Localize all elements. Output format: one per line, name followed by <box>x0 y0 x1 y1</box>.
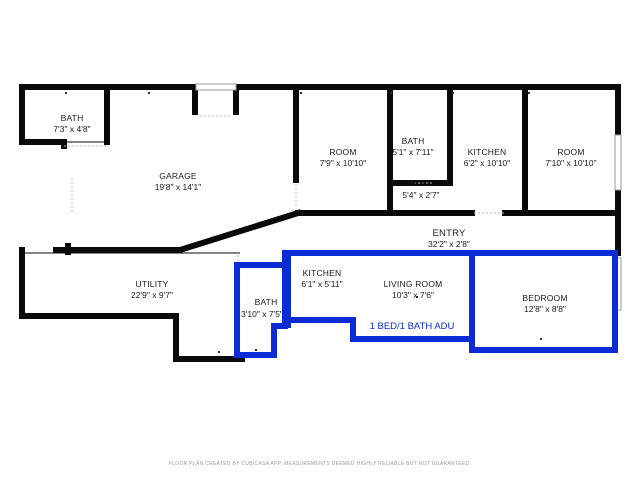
adu-outline <box>234 250 618 358</box>
room-label-kitchen-adu: KITCHEN 6'1" x 5'11" <box>301 268 342 289</box>
room-name: BEDROOM <box>522 293 567 303</box>
room-label-bath-adu: BATH 3'10" x 7'5" <box>241 297 283 319</box>
room-dimensions: 6'1" x 5'11" <box>301 279 342 289</box>
room-name: HALL <box>410 178 432 188</box>
room-label-kitchen-upper: KITCHEN 6'2" x 10'10" <box>464 147 511 168</box>
room-name: BATH <box>255 297 278 307</box>
room-name: GARAGE <box>159 171 197 181</box>
door-openings <box>64 115 504 268</box>
room-label-living-room: LIVING ROOM 10'3" x 7'6" <box>384 279 443 300</box>
room-dimensions: 3'10" x 7'5" <box>241 309 283 319</box>
room-label-room-right: ROOM 7'10" x 10'10" <box>545 147 596 168</box>
room-label-bath-center: BATH 5'1" x 7'11" <box>392 136 433 157</box>
room-dimensions: 32'2" x 2'8" <box>428 239 470 249</box>
room-dimensions: 5'1" x 7'11" <box>392 147 433 157</box>
room-name: UTILITY <box>135 279 168 289</box>
room-dimensions: 5'4" x 2'7" <box>402 190 439 200</box>
interior-walls <box>22 84 621 254</box>
footer-disclaimer: FLOOR PLAN CREATED BY CUBICASA APP. MEAS… <box>169 461 471 467</box>
room-dimensions: 7'10" x 10'10" <box>545 158 596 168</box>
room-dimensions: 7'9" x 10'10" <box>320 158 367 168</box>
room-name: BATH <box>402 136 425 146</box>
room-dimensions: 10'3" x 7'6" <box>392 290 434 300</box>
room-name: ROOM <box>329 147 356 157</box>
room-dimensions: 6'2" x 10'10" <box>464 158 511 168</box>
room-name: BATH <box>61 113 84 123</box>
room-dimensions: 7'3" x 4'8" <box>53 124 90 134</box>
room-label-entry: ENTRY 32'2" x 2'8" <box>428 228 470 249</box>
room-label-hall: HALL 5'4" x 2'7" <box>402 178 439 200</box>
room-name: ENTRY <box>432 228 465 239</box>
room-name: KITCHEN <box>468 147 507 157</box>
room-dimensions: 19'8" x 14'1" <box>155 182 202 192</box>
room-dimensions: 22'9" x 9'7" <box>131 290 173 300</box>
room-label-bath-garage: BATH 7'3" x 4'8" <box>53 113 90 134</box>
room-name: ROOM <box>557 147 584 157</box>
room-label-bedroom: BEDROOM 12'8" x 8'8" <box>522 293 567 314</box>
room-dimensions: 12'8" x 8'8" <box>524 304 566 314</box>
adu-label: 1 BED/1 BATH ADU <box>370 321 455 332</box>
room-label-garage: GARAGE 19'8" x 14'1" <box>155 171 202 192</box>
room-name: KITCHEN <box>303 268 342 278</box>
room-name: LIVING ROOM <box>384 279 443 289</box>
room-label-utility: UTILITY 22'9" x 9'7" <box>131 279 173 300</box>
dimension-ticks <box>65 92 542 353</box>
room-label-room-left: ROOM 7'9" x 10'10" <box>320 147 367 168</box>
